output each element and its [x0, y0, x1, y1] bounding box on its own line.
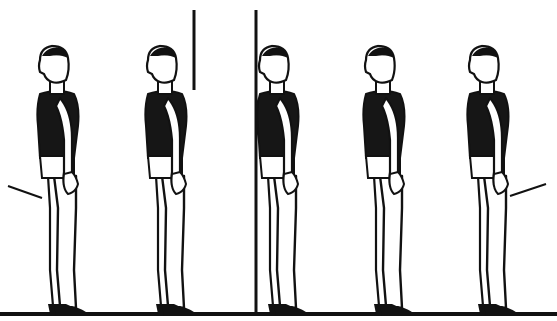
figure-2 — [145, 46, 198, 316]
pointer-line-left — [8, 186, 42, 198]
figure-4 — [363, 46, 416, 316]
figure-5 — [467, 46, 520, 316]
figure-1 — [37, 46, 90, 316]
pointer-line-right — [510, 184, 546, 196]
figure-3 — [257, 46, 310, 316]
